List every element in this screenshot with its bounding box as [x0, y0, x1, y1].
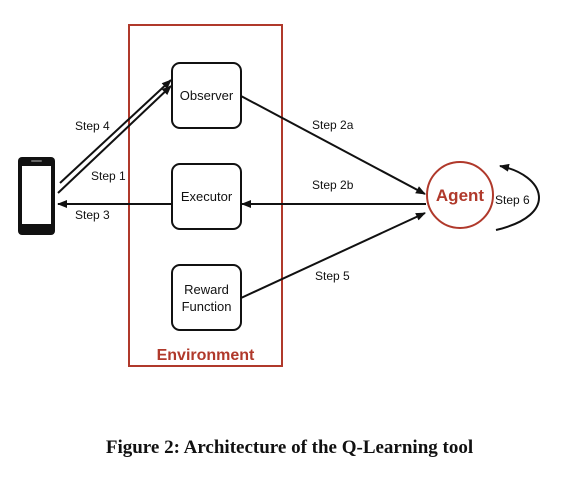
step6-label: Step 6 — [495, 193, 530, 207]
step5-arrow — [240, 212, 426, 299]
step1-arrow — [59, 79, 172, 184]
step2b-label: Step 2b — [312, 178, 354, 192]
smartphone-icon — [18, 157, 55, 235]
environment-label: Environment — [157, 347, 255, 364]
reward-function-label-line1: Reward — [184, 282, 229, 297]
step5-label: Step 5 — [315, 269, 350, 283]
step1-label: Step 1 — [91, 169, 126, 183]
reward-function-node — [171, 264, 242, 331]
step4-arrow — [57, 85, 172, 194]
observer-label: Observer — [180, 88, 234, 103]
observer-node — [171, 62, 242, 129]
agent-node — [426, 161, 494, 229]
figure-caption: Figure 2: Architecture of the Q-Learning… — [105, 437, 474, 458]
step2a-label: Step 2a — [312, 118, 354, 132]
step4-label: Step 4 — [75, 119, 110, 133]
executor-node — [171, 163, 242, 230]
step6-loop-arrow — [495, 163, 540, 231]
reward-function-label-line2: Function — [182, 299, 232, 314]
step2a-arrow — [240, 95, 426, 195]
step3-label: Step 3 — [75, 208, 110, 222]
agent-label: Agent — [436, 186, 485, 205]
executor-label: Executor — [181, 189, 233, 204]
architecture-diagram: Environment Observer Executor Reward Fun… — [18, 24, 540, 367]
environment-box — [128, 24, 283, 367]
